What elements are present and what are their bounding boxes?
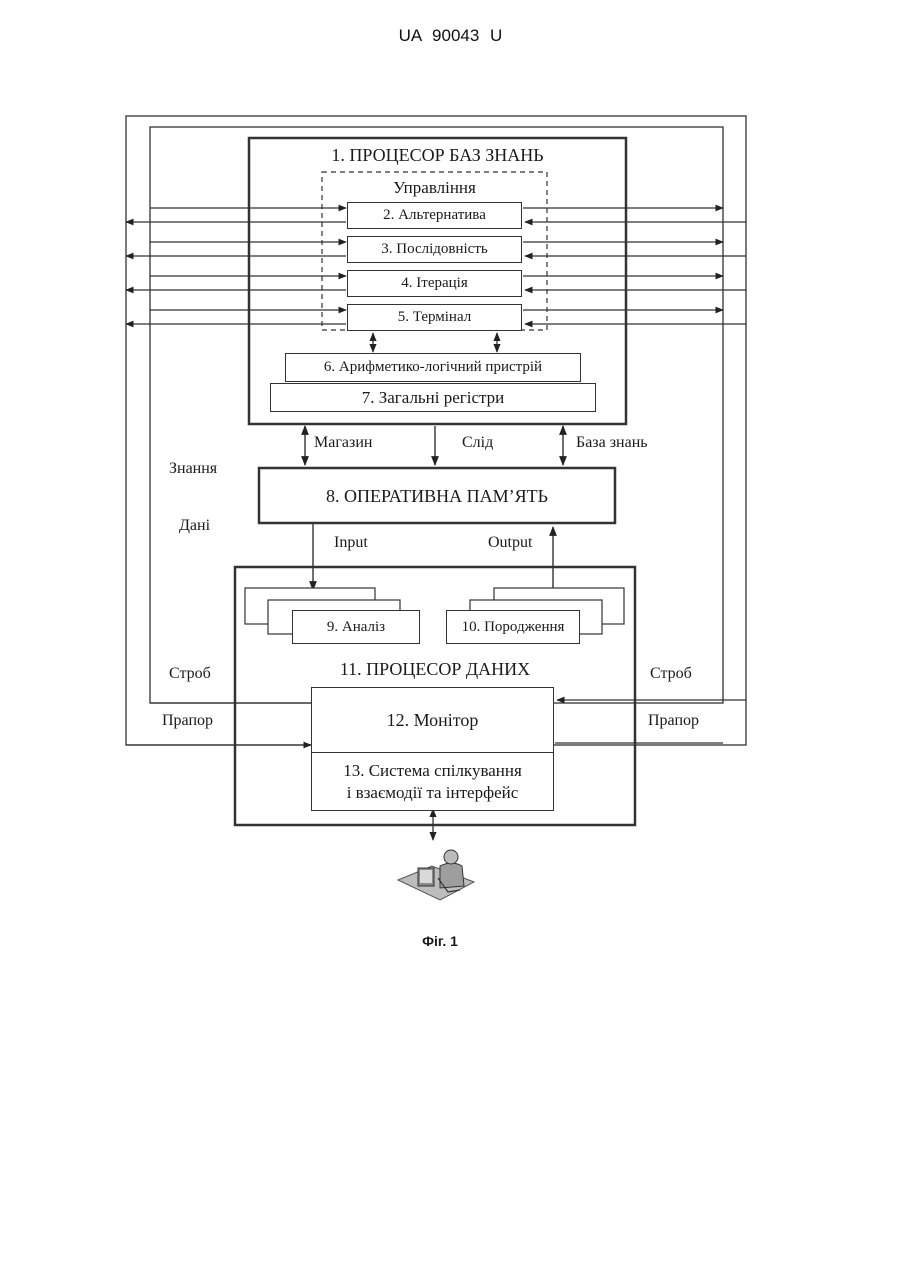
alu-box: 6. Арифметико-логічний пристрій	[285, 353, 581, 382]
strobe-right-label: Строб	[650, 665, 692, 683]
flag-left-label: Прапор	[162, 712, 213, 730]
monitor-box: 12. Монітор	[311, 687, 554, 753]
data-processor-title: 11. ПРОЦЕСОР ДАНИХ	[235, 659, 635, 680]
strobe-left-label: Строб	[169, 665, 211, 683]
input-label: Input	[334, 534, 368, 552]
knowledge-processor-title: 1. ПРОЦЕСОР БАЗ ЗНАНЬ	[249, 145, 626, 166]
analysis-box: 9. Аналіз	[292, 610, 420, 644]
control-unit-iteration: 4. Ітерація	[347, 270, 522, 297]
interface-line-2: і взаємодії та інтерфейс	[347, 782, 519, 804]
control-unit-terminal: 5. Термінал	[347, 304, 522, 331]
figure-caption: Фіг. 1	[0, 933, 880, 949]
control-unit-sequence: 3. Послідовність	[347, 236, 522, 263]
output-label: Output	[488, 534, 532, 552]
control-unit-alternative: 2. Альтернатива	[347, 202, 522, 229]
bus-label-knowledge-base: База знань	[576, 434, 648, 452]
memory-title: 8. ОПЕРАТИВНА ПАМ’ЯТЬ	[259, 486, 615, 507]
label-knowledge: Знання	[169, 460, 217, 478]
user-computer-icon	[398, 850, 474, 900]
control-label: Управління	[322, 178, 547, 198]
bus-label-stack: Магазин	[314, 434, 372, 452]
flag-right-label: Прапор	[648, 712, 699, 730]
registers-box: 7. Загальні регістри	[270, 383, 596, 412]
label-data: Дані	[179, 517, 210, 535]
bus-label-trace: Слід	[462, 434, 493, 452]
interface-line-1: 13. Система спілкування	[343, 760, 522, 782]
generation-box: 10. Породження	[446, 610, 580, 644]
interface-box: 13. Система спілкування і взаємодії та і…	[311, 752, 554, 811]
